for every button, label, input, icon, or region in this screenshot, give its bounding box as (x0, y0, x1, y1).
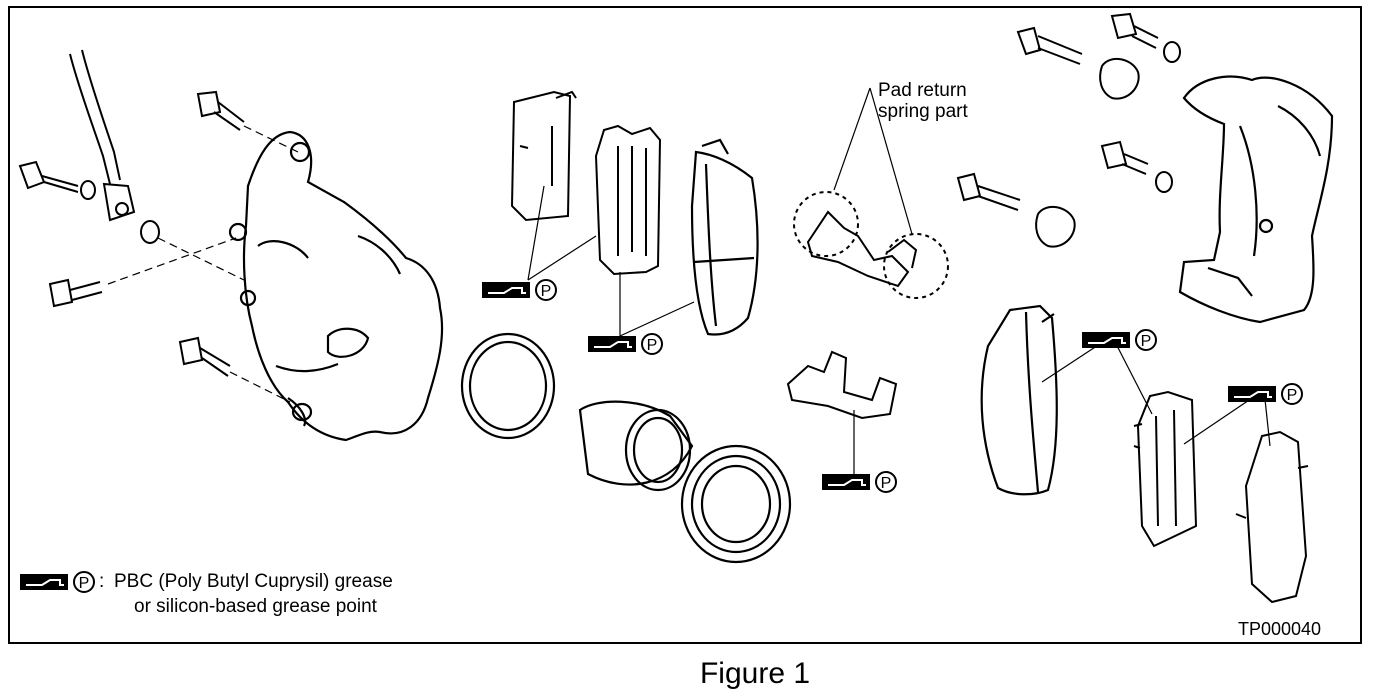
legend-grease-symbol: P (19, 571, 95, 593)
legend-line1: PBC (Poly Butyl Cuprysil) grease (114, 571, 393, 592)
piston (578, 400, 694, 492)
grease-symbol-letter: P (1287, 387, 1298, 404)
guide-pin-boot-upper (1099, 57, 1140, 100)
inner-pad (690, 138, 759, 336)
guide-pin-upper (1016, 26, 1083, 65)
outer-pad (980, 304, 1058, 496)
caliper-body (228, 130, 444, 442)
guide-pin-lower (956, 172, 1021, 211)
outer-shim-right-2 (1235, 430, 1309, 604)
brake-hose (69, 49, 136, 222)
legend-line2: or silicon-based grease point (134, 596, 377, 617)
caliper-bolt-upper (196, 90, 245, 131)
caliper-bolt-lower (178, 336, 231, 377)
inner-shim (594, 124, 662, 276)
pad-return-label-line2: spring part (878, 101, 968, 122)
grease-symbol: P (587, 333, 663, 355)
bolt-upper-right (1110, 12, 1181, 63)
bolt-middle-right (1100, 140, 1173, 193)
grease-symbol-letter: P (541, 283, 552, 300)
grease-symbol-letter: P (881, 475, 892, 492)
grease-symbol-letter: P (79, 575, 90, 592)
outer-shim (510, 90, 577, 222)
hose-bolt (18, 160, 160, 244)
grease-symbol-letter: P (647, 337, 658, 354)
callout-lines (833, 87, 913, 235)
outer-shim-right (1133, 390, 1198, 548)
pad-return-spring-lower (786, 350, 898, 420)
caliper-bolt-left (48, 278, 103, 308)
grease-symbol: P (1227, 383, 1303, 405)
grease-symbol-letter: P (1141, 333, 1152, 350)
assembly-lines (107, 125, 299, 403)
guide-pin-boot-lower (1035, 205, 1076, 248)
diagram-frame: P P P P P P (8, 6, 1362, 644)
figure-code: TP000040 (1238, 619, 1322, 639)
torque-member (1178, 75, 1334, 324)
pad-return-spring-upper (793, 191, 949, 299)
grease-symbol: P (821, 471, 897, 493)
grease-symbol: P (1081, 329, 1157, 351)
legend-colon: : (99, 571, 105, 592)
piston-seal (460, 332, 556, 440)
grease-symbol: P (481, 279, 557, 301)
piston-boot (680, 444, 792, 564)
figure-caption: Figure 1 (699, 657, 811, 690)
pad-return-label-line1: Pad return (878, 80, 967, 101)
